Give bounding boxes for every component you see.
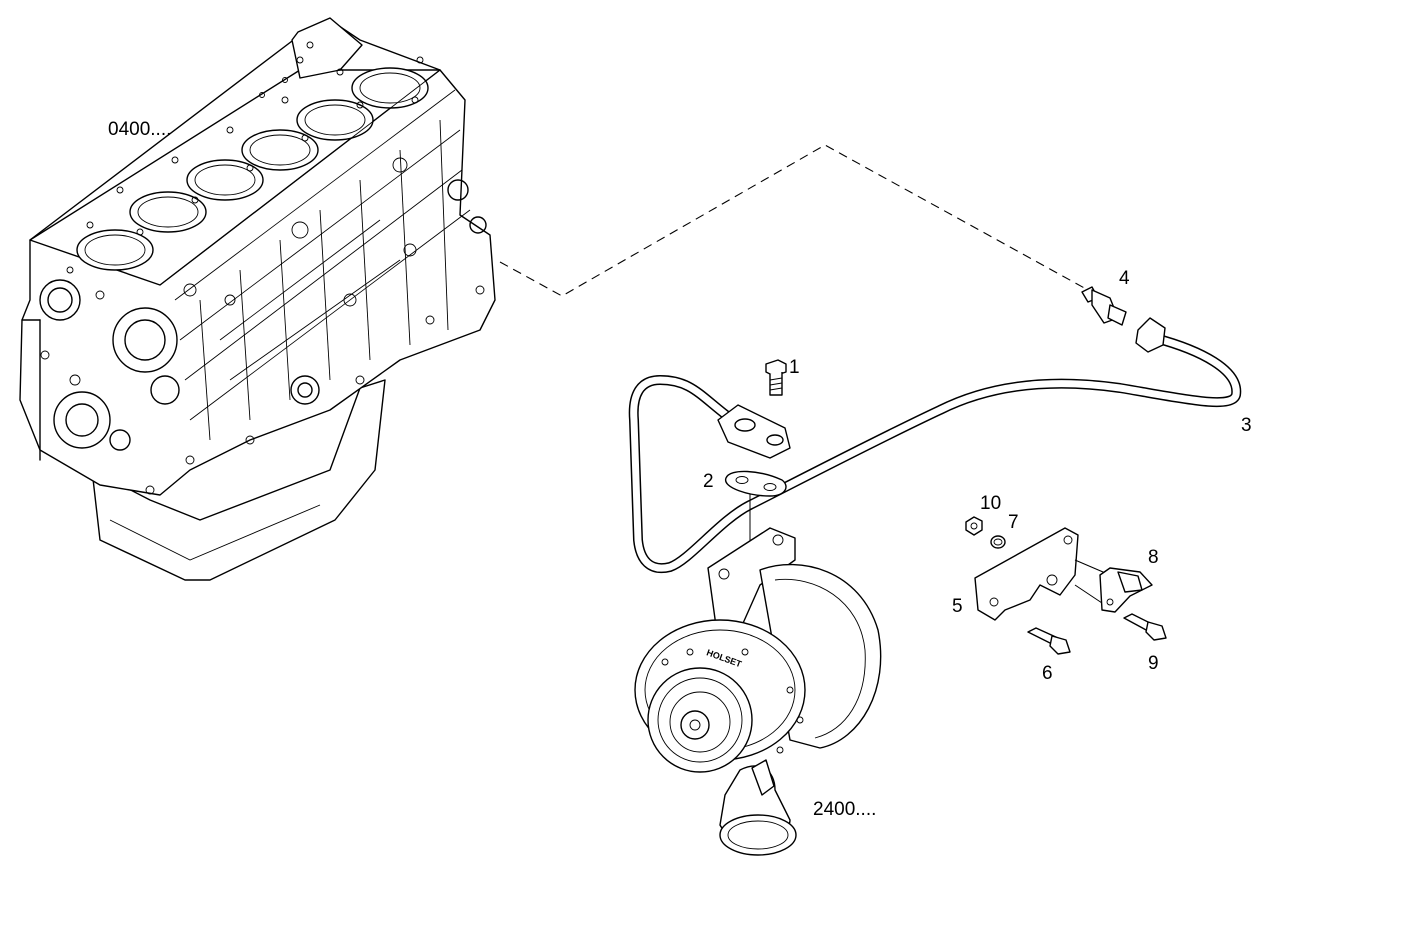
turbocharger-drawing: HOLSET (634, 527, 882, 856)
callout-10: 10 (980, 493, 1001, 514)
callout-2: 2 (703, 471, 714, 492)
oil-pipe-drawing (628, 317, 1242, 574)
fitting-part-4 (1081, 286, 1127, 326)
engine-block-ref-label: 0400.... (108, 119, 171, 140)
engine-block-drawing (19, 17, 496, 581)
gasket-part-2 (725, 470, 787, 497)
callout-5: 5 (952, 596, 963, 617)
bolt-part-1 (765, 359, 787, 396)
callout-4: 4 (1119, 268, 1130, 289)
callout-9: 9 (1148, 653, 1159, 674)
callout-8: 8 (1148, 547, 1159, 568)
dashed-reference-line (499, 144, 1089, 297)
callout-1: 1 (789, 357, 800, 378)
turbocharger-ref-label: 2400.... (813, 799, 876, 820)
callout-7: 7 (1008, 512, 1019, 533)
callout-6: 6 (1042, 663, 1053, 684)
callout-3: 3 (1241, 415, 1252, 436)
bracket-assembly-drawing (965, 516, 1167, 655)
